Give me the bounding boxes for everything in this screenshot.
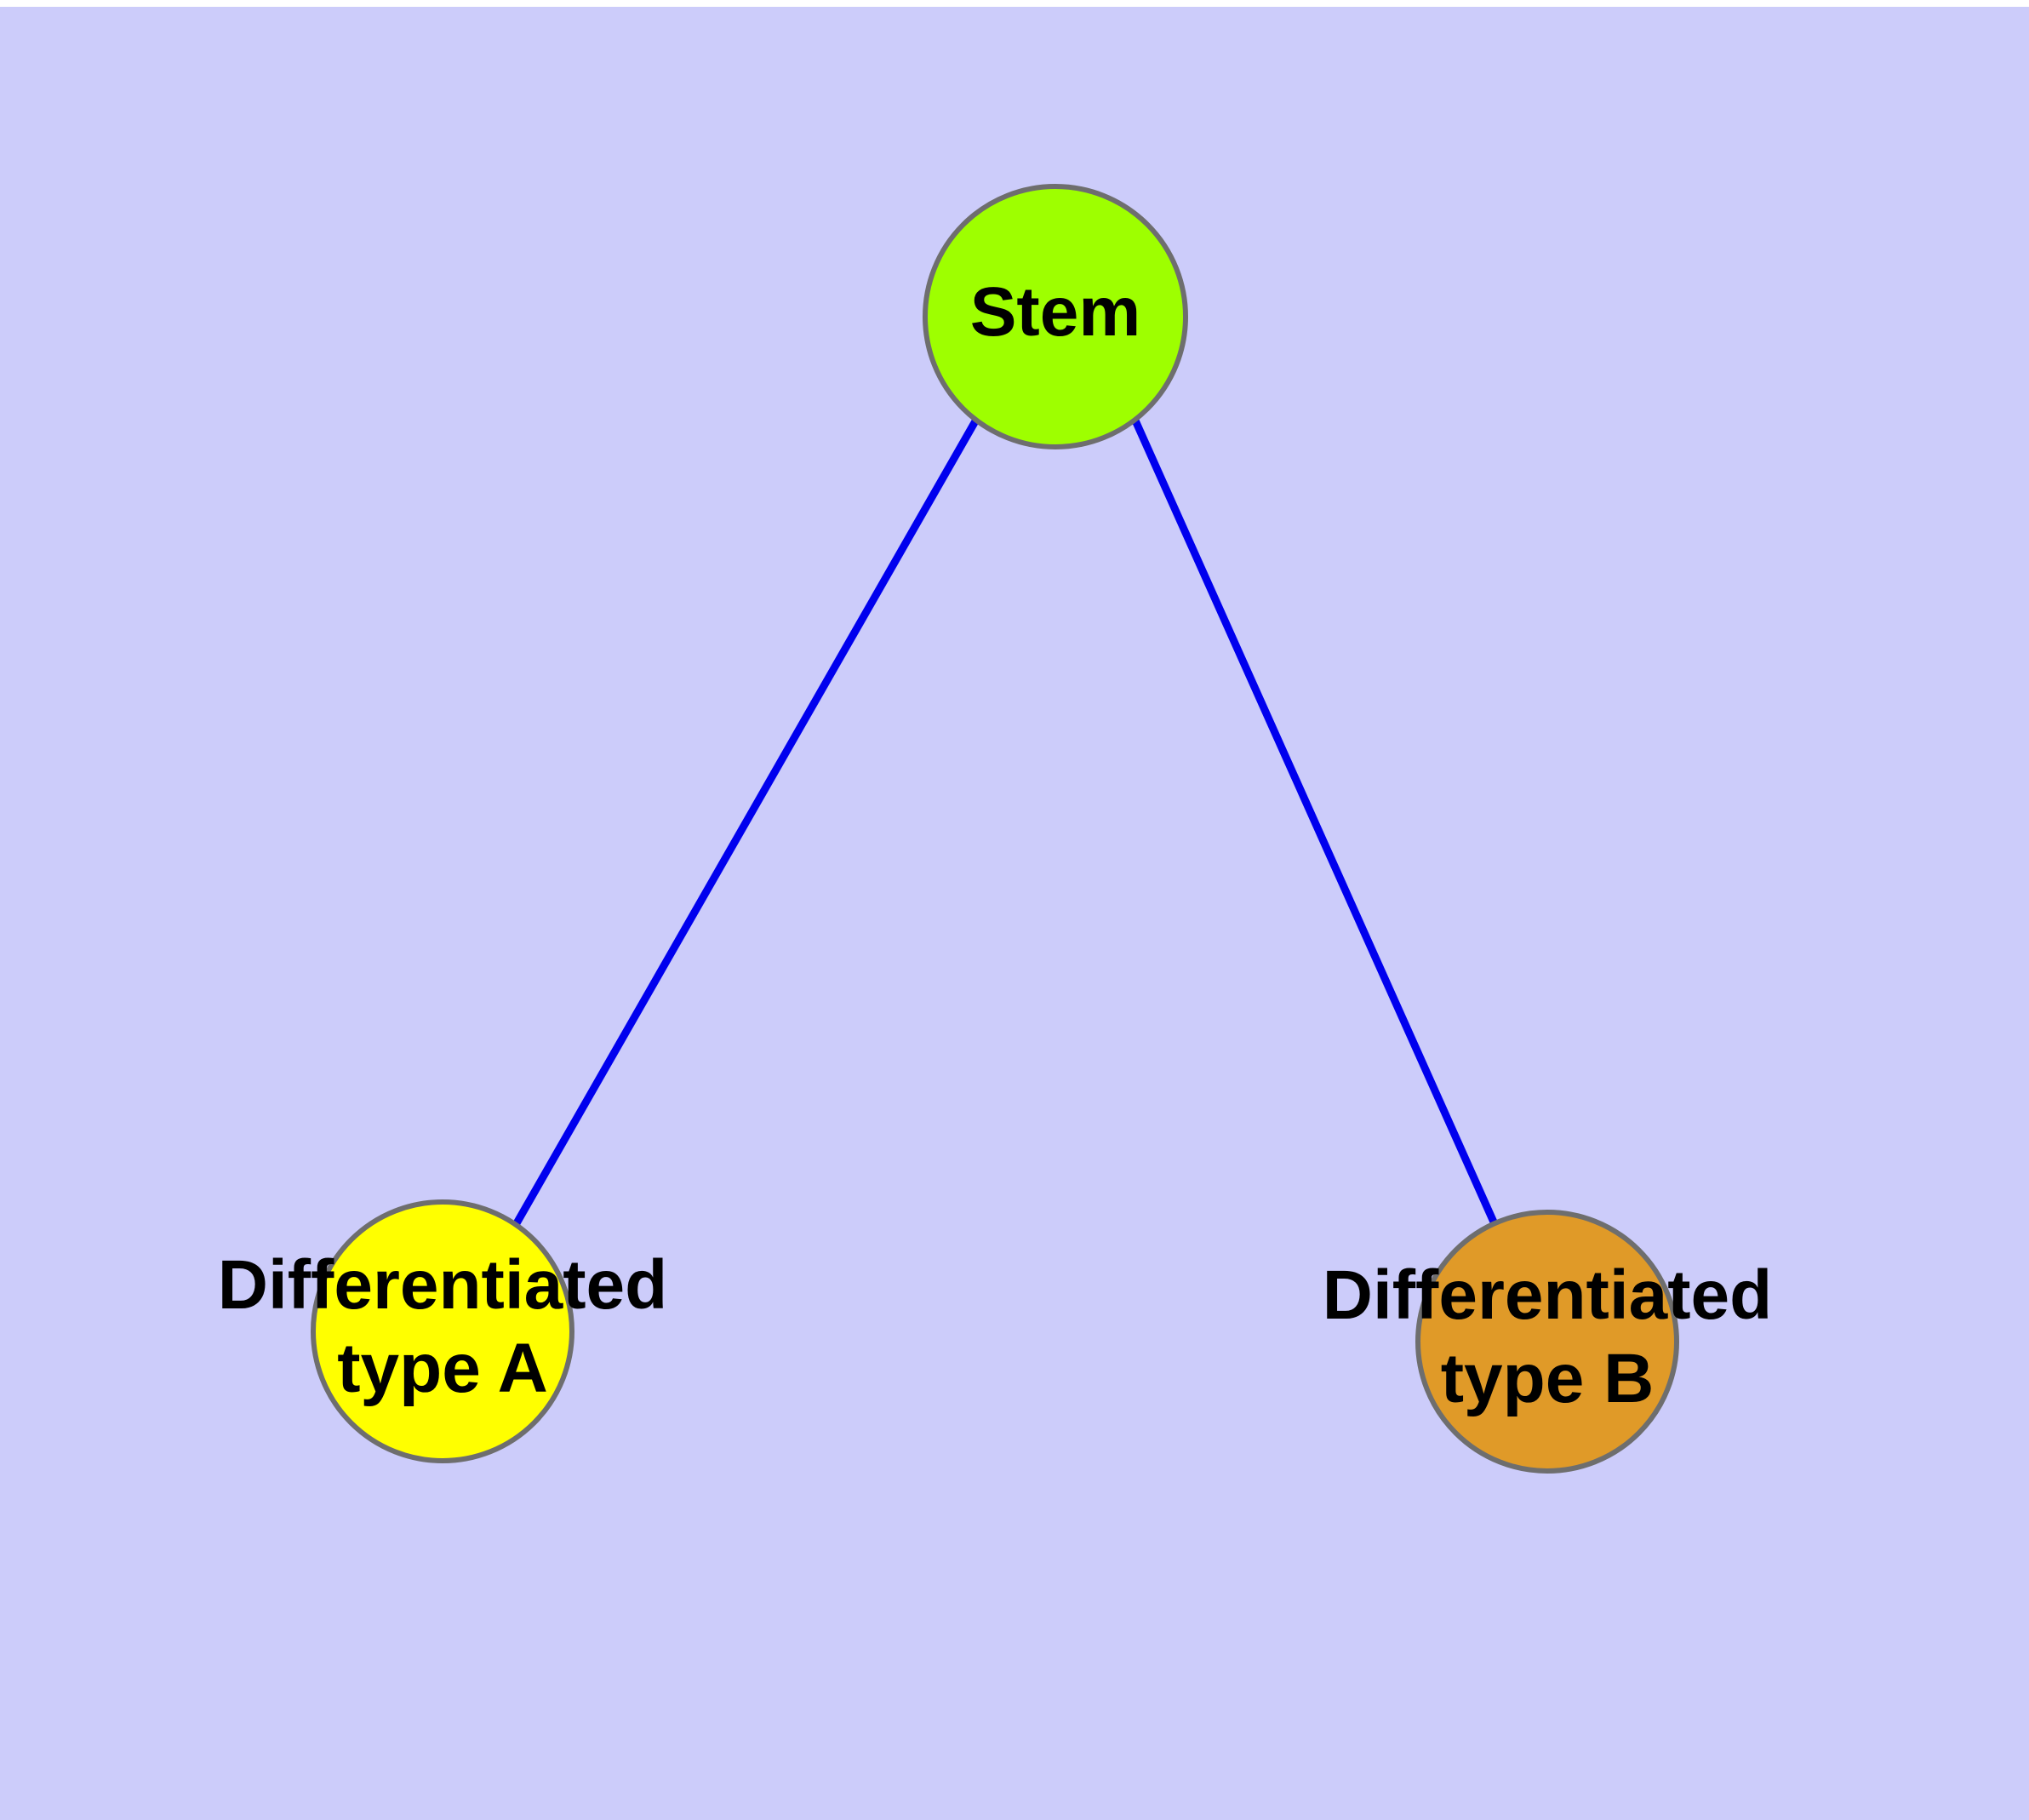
graph-edge-stem-diff_b[interactable] [1131,419,1500,1228]
graph-node-label-line: type A [337,1330,548,1407]
graph-node-label-line: Differentiated [1323,1256,1773,1333]
graph-node-diff_a[interactable] [311,1199,574,1463]
graph-node-stem[interactable] [923,184,1188,449]
graph-node-label-line: type B [1441,1340,1655,1417]
edges-layer [513,417,1500,1228]
graph-edge-stem-diff_a[interactable] [513,417,980,1226]
graph-node-label-line: Stem [970,273,1141,351]
graph-node-diff_b[interactable] [1415,1210,1679,1474]
graph-node-label-line: Differentiated [218,1245,668,1323]
graph-node-label-stem: Stem [970,273,1141,351]
